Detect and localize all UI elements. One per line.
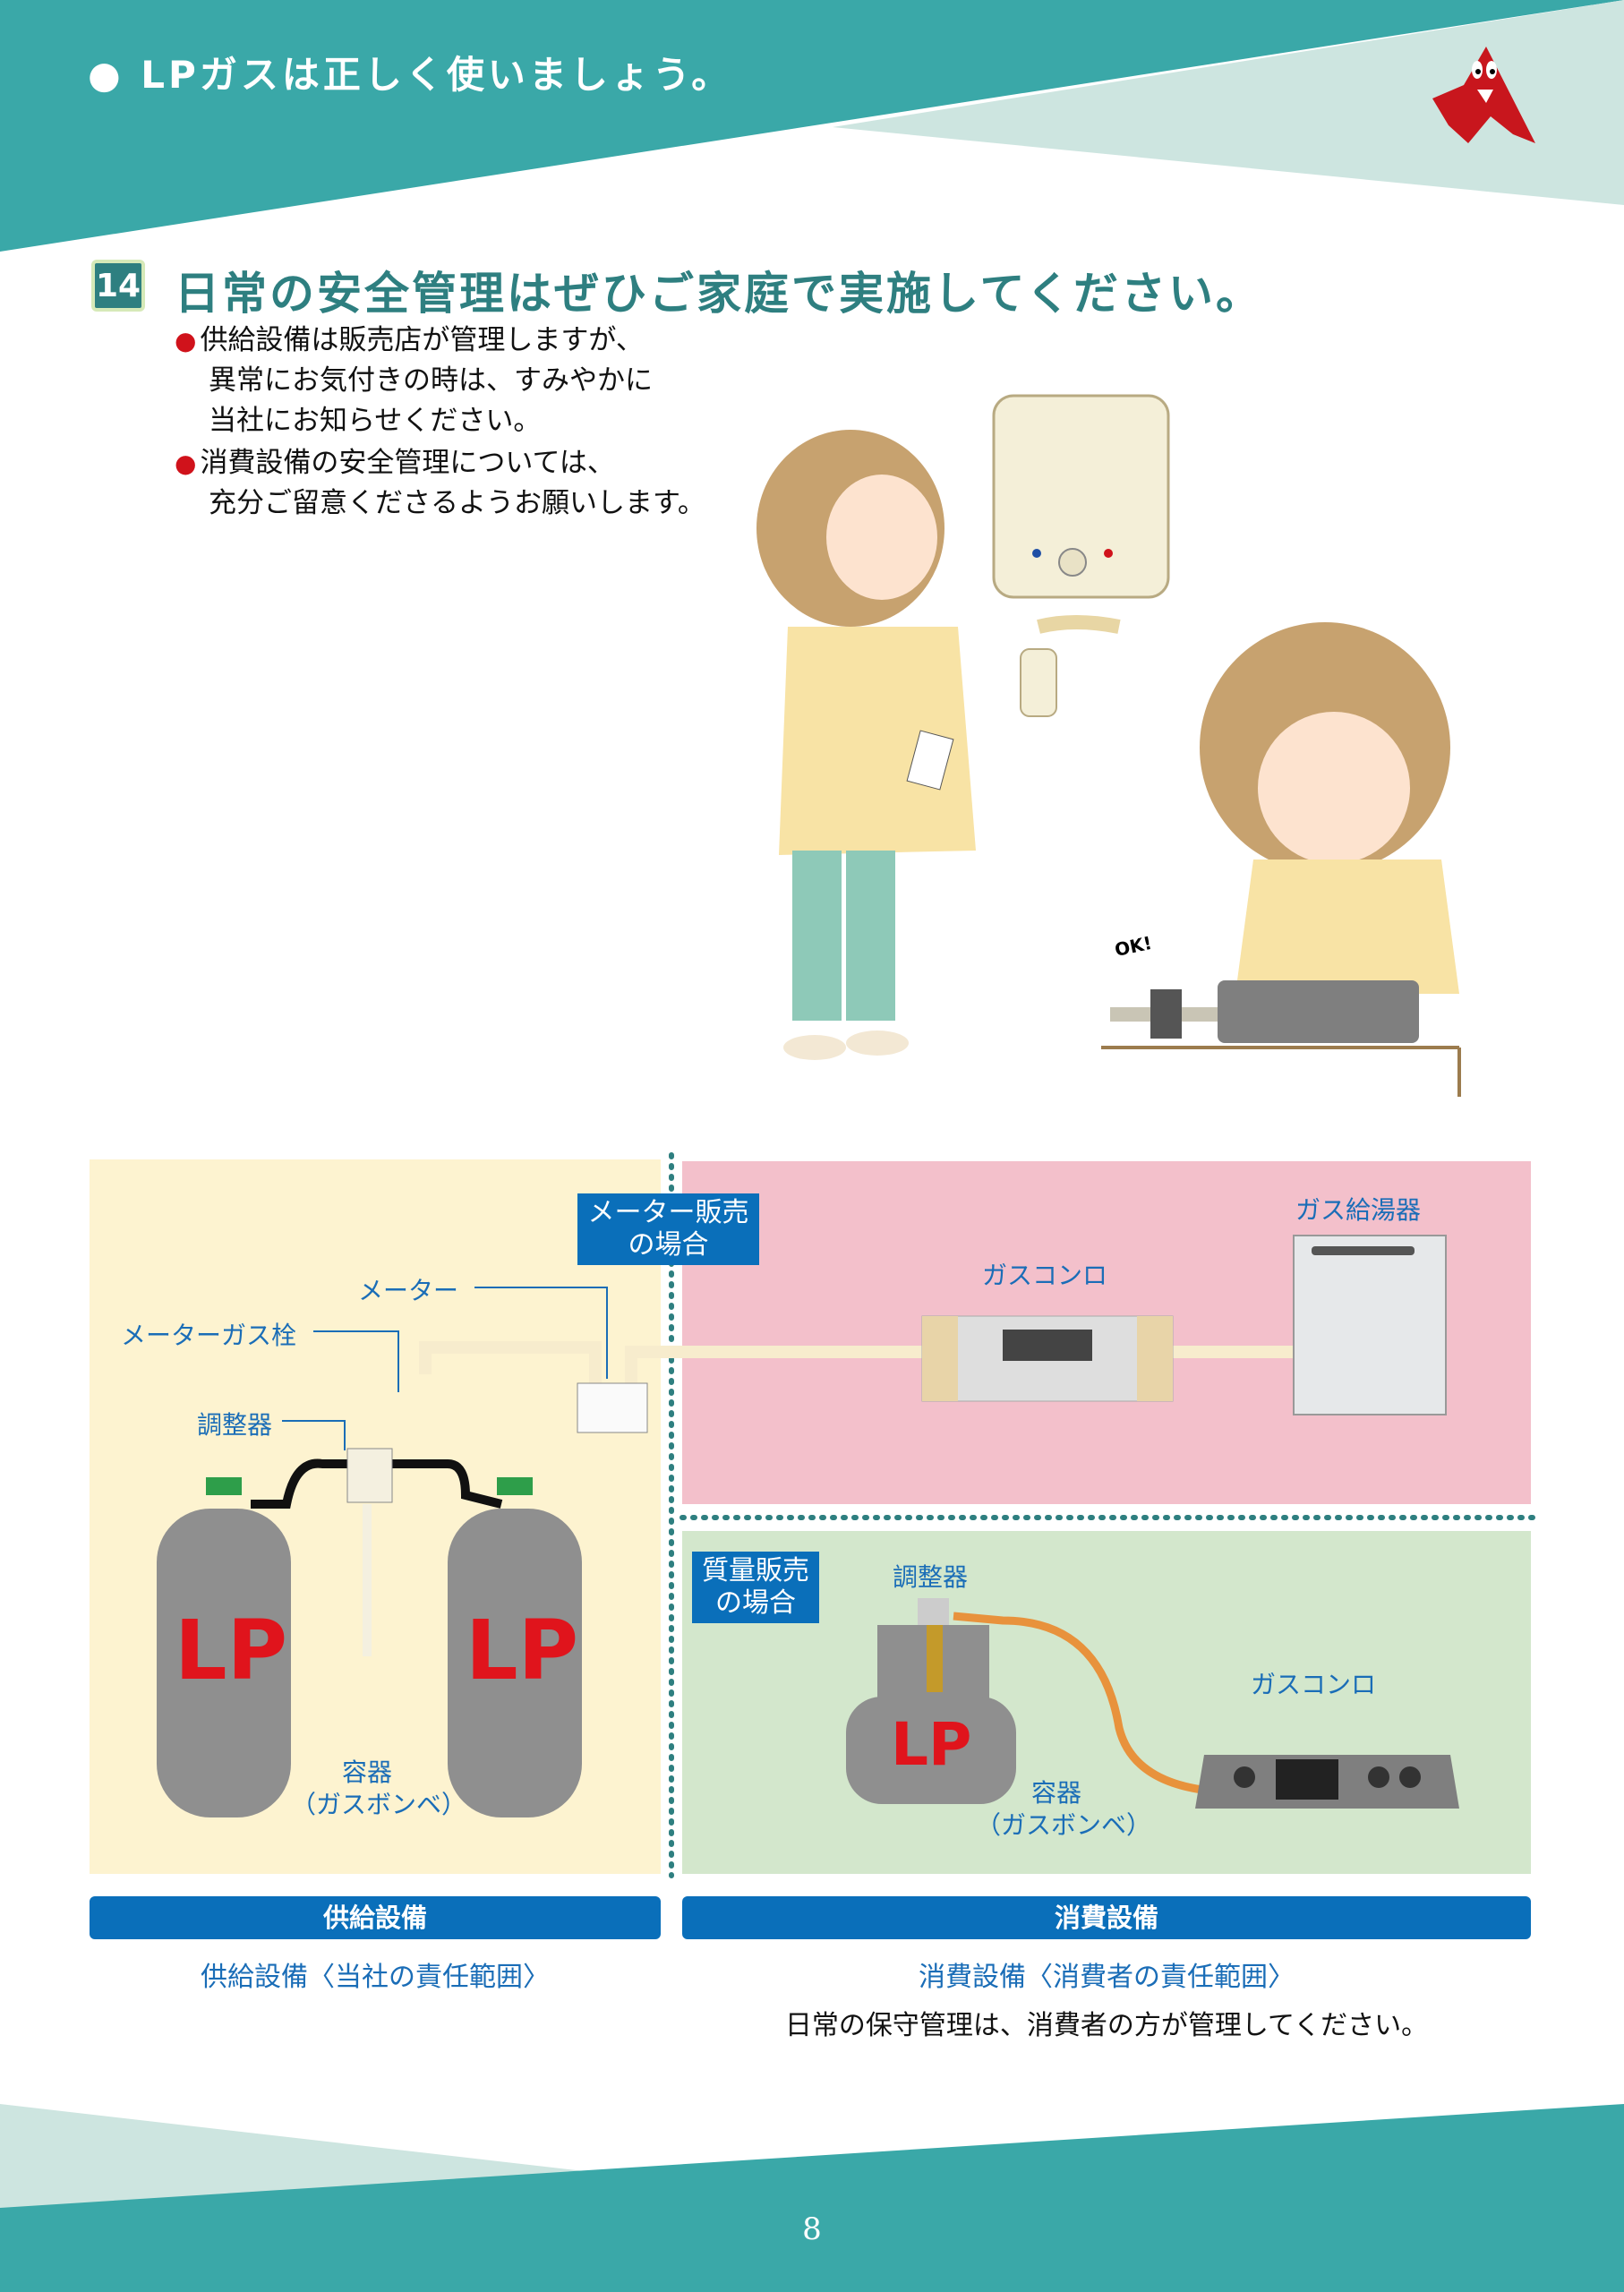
lp-cylinder-left — [157, 1477, 291, 1817]
header-teal-band — [0, 0, 1624, 252]
consume-mass-panel — [682, 1531, 1531, 1874]
label-line: （ガスボンベ） — [291, 1790, 467, 1819]
regulator-device — [346, 1448, 393, 1503]
water-heater-label: ガス給湯器 — [1295, 1195, 1422, 1225]
bullet-line: 供給設備は販売店が管理しますが、 — [200, 324, 644, 356]
meter-device — [577, 1382, 648, 1433]
lp-mark-right: LP — [466, 1603, 579, 1698]
bullet-line: 当社にお知らせください。 — [209, 405, 542, 437]
red-bullet-icon: ● — [175, 449, 197, 478]
supply-caption: 供給設備〈当社の責任範囲〉 — [201, 1962, 550, 1993]
meter-sale-box: メーター販売 の場合 — [577, 1193, 759, 1265]
label-line: 容器 — [1030, 1778, 1081, 1808]
bullet-consume: ●消費設備の安全管理については、 充分ご留意くださるようお願いします。 — [175, 443, 705, 524]
section-number-badge: 14 — [91, 260, 145, 312]
water-heater-illustration — [992, 394, 1170, 717]
header-title: ● LPガスは正しく使いましょう。 — [88, 53, 733, 97]
mass-regulator-label: 調整器 — [893, 1562, 969, 1592]
label-line: （ガスボンベ） — [976, 1810, 1152, 1840]
box-line: 質量販売 — [702, 1555, 809, 1586]
container-label: 容器 （ガスボンベ） — [291, 1757, 467, 1821]
meter-valve-label: メーターガス栓 — [121, 1321, 297, 1350]
supply-equipment-bar: 供給設備 — [90, 1896, 661, 1939]
water-heater — [1293, 1235, 1447, 1415]
tabletop-stove — [1195, 1755, 1459, 1809]
box-line: メーター販売 — [587, 1197, 749, 1228]
mass-sale-box: 質量販売 の場合 — [692, 1552, 819, 1623]
lp-cylinder-right — [448, 1477, 582, 1817]
mass-container-label: 容器 （ガスボンベ） — [976, 1777, 1152, 1842]
page-number: 8 — [802, 2211, 822, 2247]
bullet-supply: ●供給設備は販売店が管理しますが、 異常にお気付きの時は、すみやかに 当社にお知… — [175, 321, 653, 441]
mascot-icon — [1432, 47, 1535, 143]
girl-checking-stove-illustration — [1101, 622, 1461, 1097]
box-line: の場合 — [628, 1229, 709, 1261]
box-line: の場合 — [715, 1587, 796, 1619]
bullet-line: 異常にお気付きの時は、すみやかに — [209, 364, 653, 397]
lp-mark-left: LP — [175, 1603, 288, 1698]
section-title: 日常の安全管理はぜひご家庭で実施してください。 — [175, 268, 1263, 320]
bullet-line: 充分ご留意くださるようお願いします。 — [209, 487, 705, 519]
regulator-label: 調整器 — [197, 1410, 273, 1440]
built-in-stove — [921, 1315, 1174, 1402]
small-lp-cylinder — [846, 1598, 1016, 1804]
meter-label: メーター — [358, 1276, 459, 1305]
consume-caption: 消費設備〈消費者の責任範囲〉 — [919, 1962, 1295, 1993]
mass-stove-label: ガスコンロ — [1251, 1670, 1377, 1699]
header-light-band — [833, 0, 1624, 205]
girl-pointing-illustration — [756, 430, 976, 1060]
lp-mark-small: LP — [891, 1710, 972, 1779]
stove-label: ガスコンロ — [982, 1261, 1108, 1290]
maintenance-note: 日常の保守管理は、消費者の方が管理してください。 — [784, 2010, 1429, 2041]
bullet-line: 消費設備の安全管理については、 — [200, 447, 615, 479]
consume-equipment-bar: 消費設備 — [682, 1896, 1531, 1939]
footer-teal-band — [0, 2104, 1624, 2292]
label-line: 容器 — [341, 1757, 392, 1787]
red-bullet-icon: ● — [175, 326, 197, 355]
